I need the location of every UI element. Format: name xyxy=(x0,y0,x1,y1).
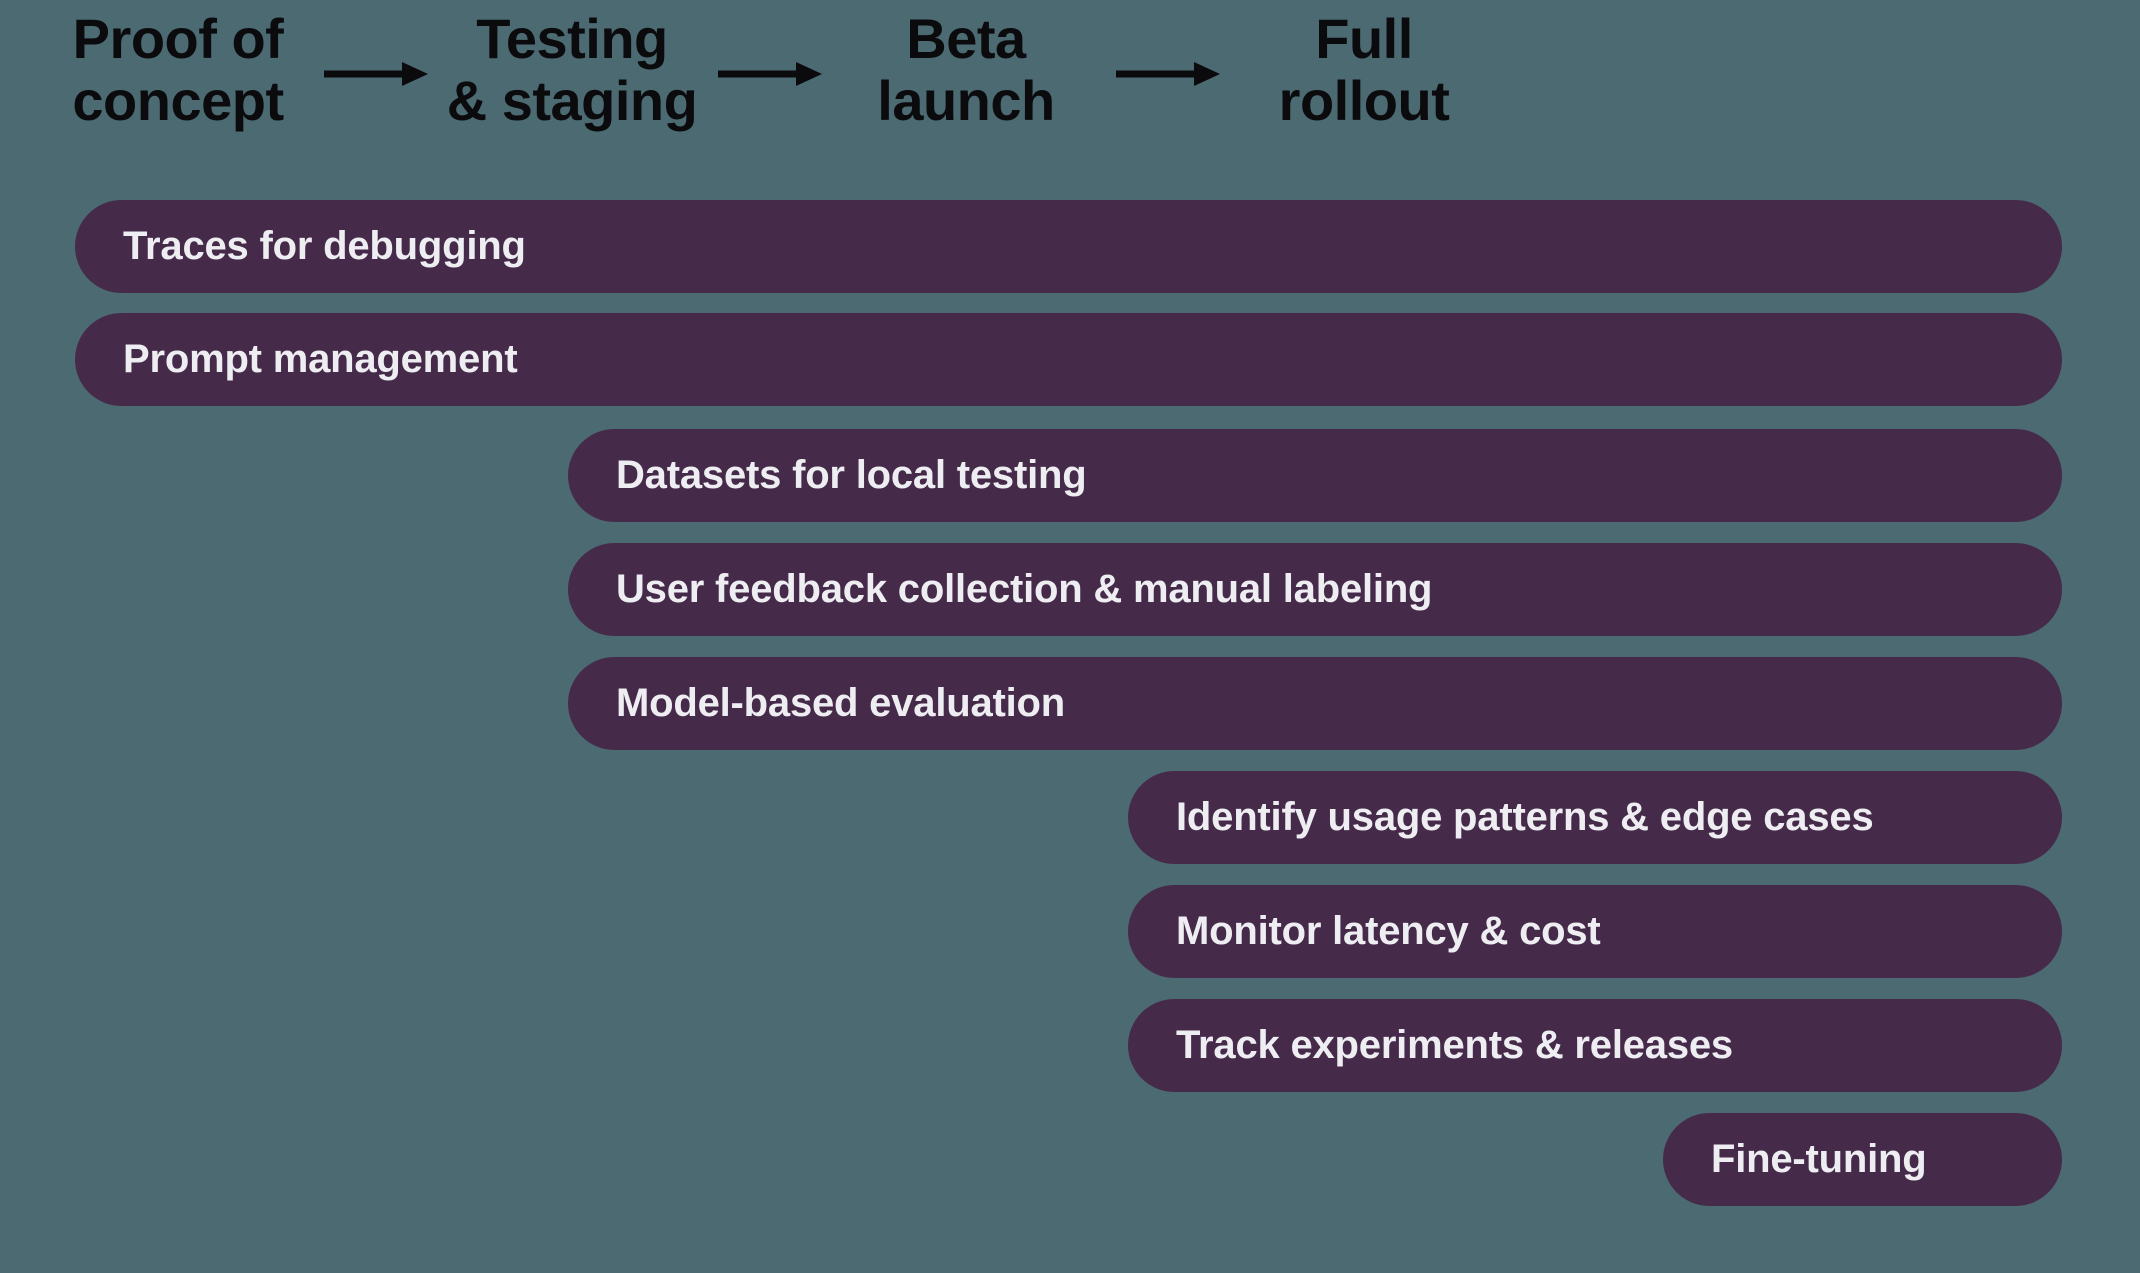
stage-column-1: Proof of concept xyxy=(0,8,378,148)
arrow-beta-to-rollout-icon xyxy=(1116,60,1220,88)
capability-bar-label: Monitor latency & cost xyxy=(1176,909,1601,953)
capability-bar-label: User feedback collection & manual labeli… xyxy=(616,567,1433,611)
stage-column-2: Testing & staging xyxy=(372,8,772,148)
capability-bar[interactable]: Model-based evaluation xyxy=(568,657,2062,750)
stage-column-3: Beta launch xyxy=(766,8,1166,148)
capability-bar[interactable]: Track experiments & releases xyxy=(1128,999,2062,1092)
arrow-testing-to-beta-icon xyxy=(718,60,822,88)
capability-bar[interactable]: Identify usage patterns & edge cases xyxy=(1128,771,2062,864)
capability-bar[interactable]: Prompt management xyxy=(75,313,2062,406)
capability-bar[interactable]: Fine-tuning xyxy=(1663,1113,2062,1206)
stage-label: Testing & staging xyxy=(446,7,698,132)
capability-bar-label: Fine-tuning xyxy=(1711,1137,1927,1181)
stage-column-4: Full rollout xyxy=(1164,8,1564,148)
stage-label: Beta launch xyxy=(877,7,1055,132)
capability-bar-label: Traces for debugging xyxy=(123,224,526,268)
capability-bar-label: Model-based evaluation xyxy=(616,681,1066,725)
stage-label: Full rollout xyxy=(1278,7,1450,132)
capability-bar[interactable]: Datasets for local testing xyxy=(568,429,2062,522)
capability-bar[interactable]: Monitor latency & cost xyxy=(1128,885,2062,978)
capability-bar[interactable]: User feedback collection & manual labeli… xyxy=(568,543,2062,636)
arrow-poc-to-testing-icon xyxy=(324,60,428,88)
stage-header-row: Proof of concept Testing & staging Beta la… xyxy=(0,0,2140,150)
capability-bar-label: Track experiments & releases xyxy=(1176,1023,1733,1067)
stage-label: Proof of concept xyxy=(72,7,284,132)
capability-bar-label: Datasets for local testing xyxy=(616,453,1087,497)
capability-bar-label: Identify usage patterns & edge cases xyxy=(1176,795,1874,839)
capability-bar-label: Prompt management xyxy=(123,337,518,381)
capability-bar[interactable]: Traces for debugging xyxy=(75,200,2062,293)
